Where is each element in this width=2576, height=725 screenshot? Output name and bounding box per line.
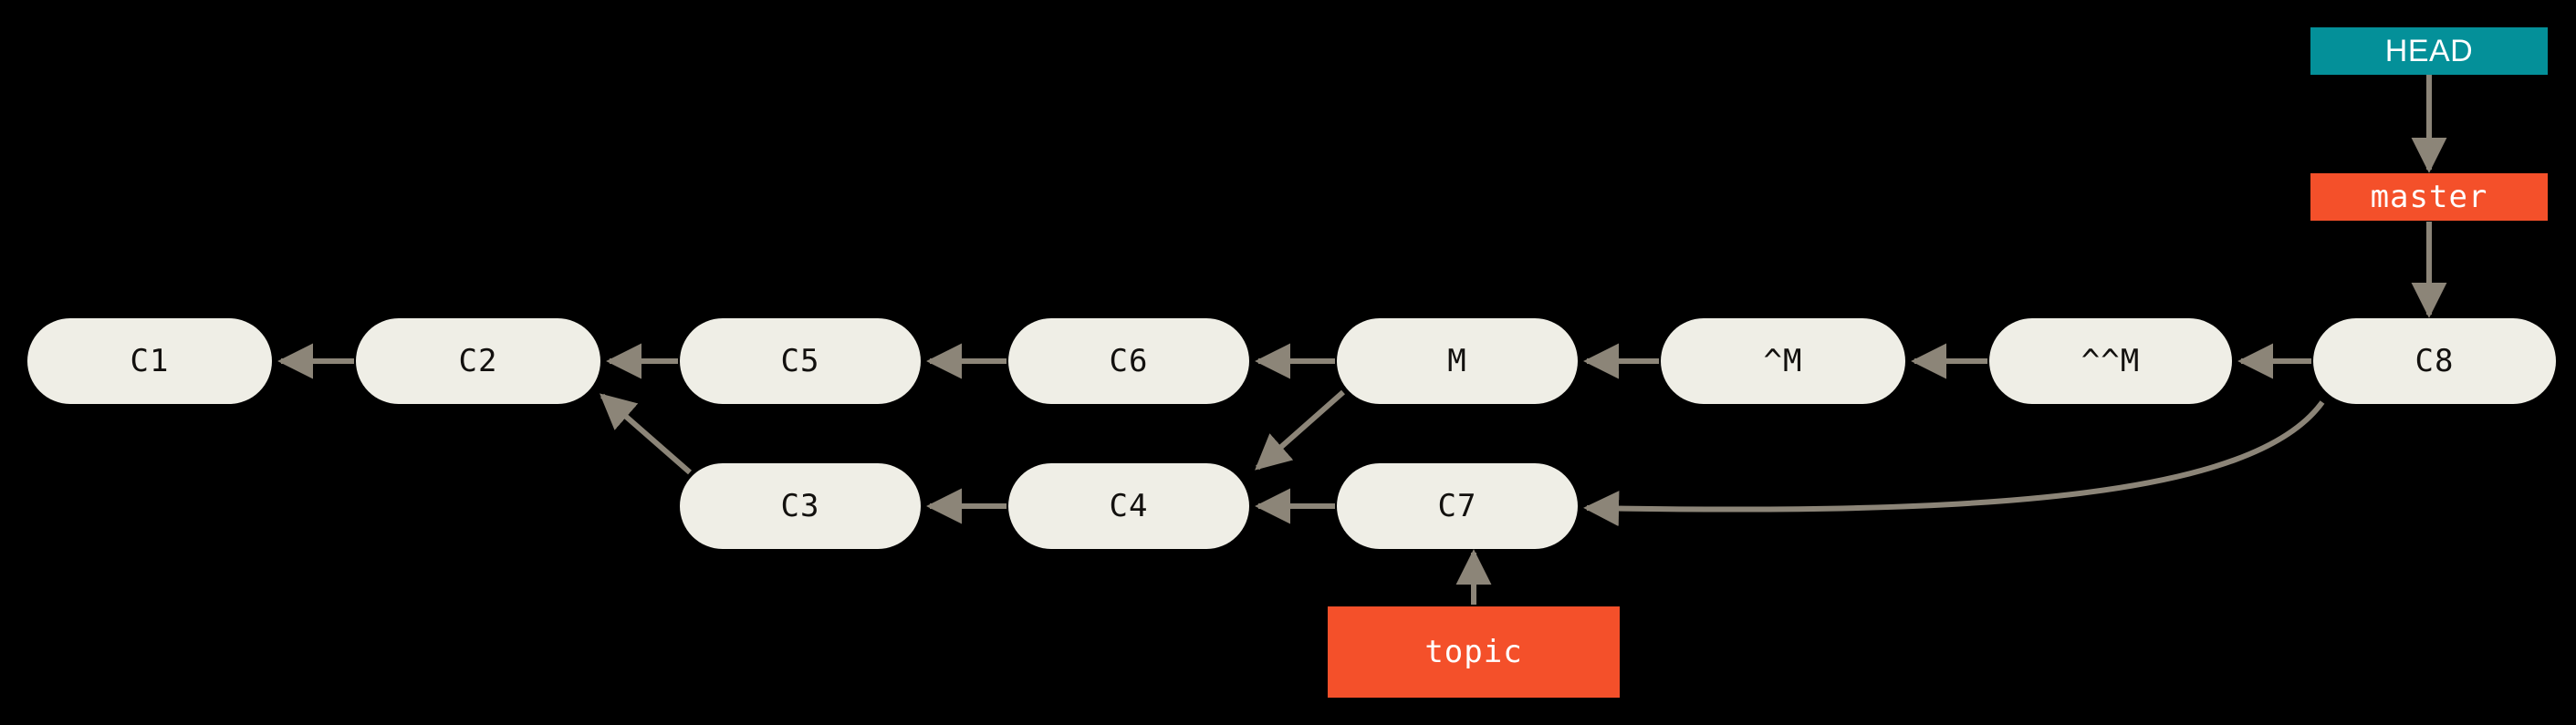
ref-label-topic[interactable]: topic: [1328, 606, 1620, 698]
commit-node-c5[interactable]: C5: [680, 318, 921, 404]
commit-node-m-caret-caret[interactable]: ^^M: [1989, 318, 2232, 404]
ref-label-head[interactable]: HEAD: [2310, 27, 2548, 75]
commit-node-c1[interactable]: C1: [27, 318, 272, 404]
commit-node-m-caret[interactable]: ^M: [1661, 318, 1905, 404]
commit-node-c4[interactable]: C4: [1008, 463, 1249, 549]
commit-node-c6[interactable]: C6: [1008, 318, 1249, 404]
commit-node-c3[interactable]: C3: [680, 463, 921, 549]
commit-node-m[interactable]: M: [1337, 318, 1578, 404]
edge-c8-to-c7: [1583, 400, 2325, 527]
commit-node-c7[interactable]: C7: [1337, 463, 1578, 549]
commit-node-c8[interactable]: C8: [2313, 318, 2556, 404]
edge-m-to-c4: [1255, 389, 1345, 471]
edge-c3-to-c2: [600, 393, 692, 475]
commit-node-c2[interactable]: C2: [356, 318, 600, 404]
ref-label-master[interactable]: master: [2310, 173, 2548, 221]
